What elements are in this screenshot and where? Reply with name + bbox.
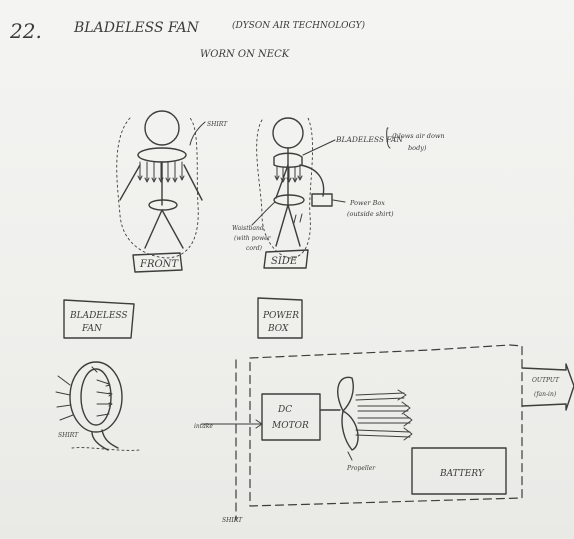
front-label: FRONT — [139, 259, 179, 270]
power-box-diagram: SHIRT intake DC MOTOR Propeller BATTERY … — [194, 345, 574, 524]
page-number: 22. — [9, 19, 42, 43]
blows-air-note-line1: (blows air down — [392, 132, 445, 140]
waistband-note-line2: (with power — [234, 235, 272, 242]
bladeless-fan-box: BLADELESS FAN — [64, 300, 134, 338]
power-box-note-line1: Power Box — [349, 199, 385, 207]
side-figure: BLADELESS FAN (blows air down body) Powe… — [232, 118, 445, 268]
waistband-note-line3: cord) — [246, 245, 263, 252]
power-box-note-line2: (outside shirt) — [347, 210, 394, 218]
page-title: BLADELESS FAN — [73, 20, 200, 36]
shirt-note: SHIRT — [207, 121, 228, 128]
bladeless-fan-box-line2: FAN — [81, 324, 103, 334]
dc-motor-line1: DC — [277, 405, 292, 415]
propeller-blade-upper — [338, 377, 354, 411]
dc-motor-line2: MOTOR — [271, 421, 309, 431]
output-label-line2: (fan-in) — [534, 391, 557, 398]
page-subtitle: (DYSON AIR TECHNOLOGY) — [232, 20, 366, 31]
diagram-shirt-label: SHIRT — [222, 517, 243, 524]
power-box-box: POWER BOX — [258, 298, 302, 338]
blows-air-note-line2: body) — [408, 144, 427, 152]
waistband-note-line1: Waistband — [232, 225, 264, 232]
front-figure: SHIRT FRONT — [117, 111, 228, 272]
intake-label: intake — [194, 423, 213, 430]
power-box-line2: BOX — [267, 324, 289, 334]
ring-shirt-label: SHIRT — [58, 432, 79, 439]
bladeless-fan-box-line1: BLADELESS — [69, 311, 128, 321]
battery-label: BATTERY — [439, 469, 485, 479]
worn-on-neck-note: WORN ON NECK — [200, 49, 290, 60]
output-label-line1: OUTPUT — [532, 377, 560, 384]
side-label: SIDE — [271, 256, 298, 267]
propeller-label: Propeller — [346, 465, 376, 472]
power-box-line1: POWER — [262, 311, 299, 321]
output-arrow — [522, 364, 574, 410]
dc-motor-box — [262, 394, 320, 440]
propeller-blade-lower — [342, 411, 358, 450]
fan-ring-sketch: SHIRT — [56, 362, 140, 450]
